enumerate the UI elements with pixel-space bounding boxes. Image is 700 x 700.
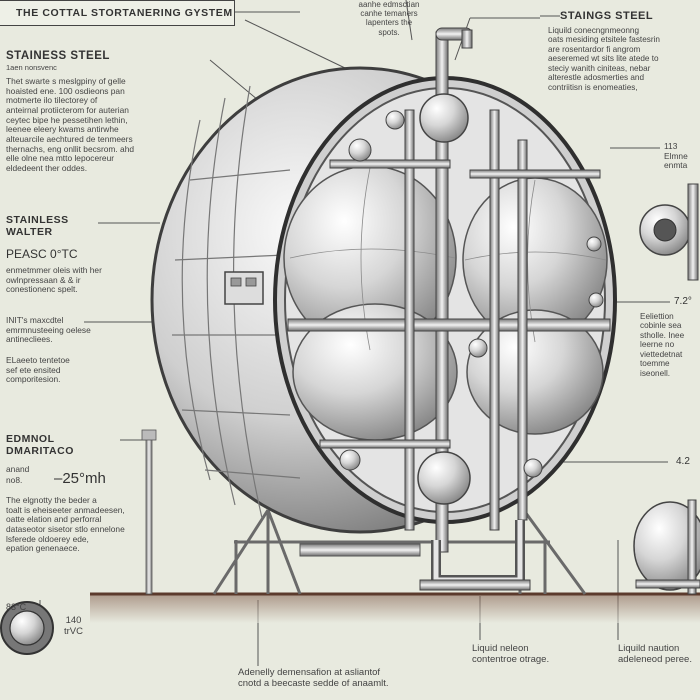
text-line: emrmnusteeing oelese xyxy=(6,324,91,335)
top-note: aanhe edmsctian canhe temaners lapenters… xyxy=(334,0,444,37)
text-line: leenee eleery kwams antirwhe xyxy=(6,124,119,135)
text-line: iseonell. xyxy=(640,368,671,378)
title-box: THE COTTAL STORTANERING GYSTEM xyxy=(0,0,235,26)
text-line: ceytec bipe he pessetihen lethin, xyxy=(6,114,128,125)
text-line: Liquild naution xyxy=(618,643,680,654)
left-paragraph-3: INIT's maxcdtel emrmnusteeing oelese ant… xyxy=(6,315,91,345)
valve-sphere-bottom xyxy=(417,451,471,505)
inner-sphere-right-lower xyxy=(466,309,604,435)
text-line: STAINLESS xyxy=(6,214,69,226)
right-dimension-1: 113 Elmne enmta xyxy=(664,141,688,171)
text-line: Adenelly demensafion at asliantof xyxy=(238,667,381,678)
top-note-line: canhe temaners xyxy=(360,9,418,19)
text-line: Liquid neleon xyxy=(472,643,529,654)
left-subheading: 1aen nonsvenc xyxy=(6,63,57,72)
text-line: toemme xyxy=(640,359,670,369)
text-line: contentroe otrage. xyxy=(472,653,550,665)
text-line: elle olne nea mtto lepocereur xyxy=(6,153,115,164)
left-paragraph-2: enmetmmer oleis with her owlnpressaan & … xyxy=(6,265,102,295)
text-line: 113 xyxy=(664,141,678,151)
bottom-liquid-label-2: Liquild naution adeleneod peree. xyxy=(618,643,692,666)
pipe-network xyxy=(287,27,611,591)
text-line: The elgnotty the beder a xyxy=(6,495,97,505)
text-line: lsferede oldoerey ede, xyxy=(6,533,89,544)
text-line: Thet swarte s meslgpiny of gelle xyxy=(6,76,126,86)
text-line: owlnpressaan & & ir xyxy=(6,274,81,285)
left-paragraph-4: ELaeeto tentetoe sef ete ensited compori… xyxy=(6,355,70,385)
text-line: adeleneod peree. xyxy=(618,653,692,665)
text-line: alteuarcile aechtured de tenmeers xyxy=(6,133,133,144)
text-line: enmetmmer oleis with her xyxy=(6,265,102,275)
speed-value: –25°mh xyxy=(54,470,106,487)
text-line: antinecliees. xyxy=(6,334,53,345)
right-heading-stainless-steel: STAINGS STEEL xyxy=(560,10,654,22)
text-line: trVC xyxy=(64,625,83,637)
right-paragraph-1: Liquild conecngnmeonng oats mesiding ets… xyxy=(548,26,698,92)
text-line: enmta xyxy=(664,160,688,171)
left-heading-stainless-walter: STAINLESS WALTER xyxy=(6,214,69,238)
left-heading-edmnol: EDMNOL DMARITACO xyxy=(6,433,74,457)
text-line: are rosentardor fi angrom xyxy=(548,44,641,54)
text-line: steciy wanith ciniteas, nebar xyxy=(548,63,651,73)
text-line: DMARITACO xyxy=(6,445,74,458)
text-line: comporitesion. xyxy=(6,374,61,385)
text-line: leerne no xyxy=(640,340,675,350)
top-note-line: aanhe edmsctian xyxy=(358,0,420,9)
text-line: thernachs, eng onllit becsrom. ahd xyxy=(6,143,135,154)
right-dimension-2: 7.2° xyxy=(674,296,692,307)
text-line: Liquild conecngnmeonng xyxy=(548,26,640,35)
left-heading-stainless-steel: STAINESS STEEL xyxy=(6,50,110,62)
text-line: oatte elation and perforral xyxy=(6,514,102,525)
bottom-liquid-label-1: Liquid neleon contentroe otrage. xyxy=(472,643,550,666)
right-paragraph-2: Eeliettion cobinle sea stholle. Inee lee… xyxy=(640,312,698,378)
text-line: Eeliettion xyxy=(640,312,674,321)
text-line: EDMNOL xyxy=(6,433,55,445)
text-line: toalt is eheiseeter anmadeesen, xyxy=(6,504,125,515)
ground xyxy=(90,593,700,623)
text-line: cobinle sea xyxy=(640,321,682,331)
speed-label: anand xyxy=(6,464,30,474)
right-dimension-3: 4.2 xyxy=(676,456,690,467)
text-line: ELaeeto tentetoe xyxy=(6,355,70,365)
text-line: eldedeent ther oddes. xyxy=(6,162,88,173)
text-line: hoaisted ene. 100 osdieons pan xyxy=(6,85,125,96)
text-line: sef ete ensited xyxy=(6,364,61,375)
bottom-left-temperature: 83°C xyxy=(6,602,27,612)
page-title: THE COTTAL STORTANERING GYSTEM xyxy=(16,7,233,19)
top-note-line: spots. xyxy=(378,27,400,37)
bottom-center-note: Adenelly demensafion at asliantof cnotd … xyxy=(238,667,389,690)
text-line: WALTER xyxy=(6,226,53,239)
text-line: viettedetnat xyxy=(640,349,683,359)
bottom-left-dimension: 140 trVC xyxy=(64,615,83,638)
text-line: contriitisn is enomeaties, xyxy=(548,82,638,92)
top-note-line: lapenters the xyxy=(365,18,413,28)
text-line: cnotd a beecaste sedde of anaamlt. xyxy=(238,677,389,689)
text-line: motmerte ilo tilectorey of xyxy=(6,95,98,106)
detail-sphere-icon xyxy=(633,501,700,591)
text-line: alterestle adosmerties and xyxy=(548,73,645,83)
text-line: INIT's maxcdtel xyxy=(6,315,64,325)
text-line: 140 xyxy=(65,615,82,626)
left-paragraph-1: Thet swarte s meslgpiny of gelle hoaiste… xyxy=(6,76,186,174)
speed-prefix: no8. xyxy=(6,475,23,485)
base-pipe xyxy=(299,543,421,557)
left-temperature: PEASC 0°TC xyxy=(6,247,78,261)
text-line: aeseremed wt sits lite atede to xyxy=(548,54,659,64)
text-line: conestionenc spelt. xyxy=(6,284,78,295)
text-line: dataseotor sisetor stlo ennelone xyxy=(6,523,125,534)
control-panel-icon xyxy=(224,271,264,305)
left-paragraph-5: The elgnotty the beder a toalt is eheise… xyxy=(6,495,166,554)
valve-sphere-top xyxy=(419,93,469,143)
text-line: oats mesiding etsitele fastesrin xyxy=(548,35,660,45)
text-line: anteirnal protiicterom for auterian xyxy=(6,104,129,115)
text-line: Elmne xyxy=(664,150,688,161)
text-line: stholle. Inee xyxy=(640,330,685,340)
text-line: epation genenaece. xyxy=(6,543,80,554)
